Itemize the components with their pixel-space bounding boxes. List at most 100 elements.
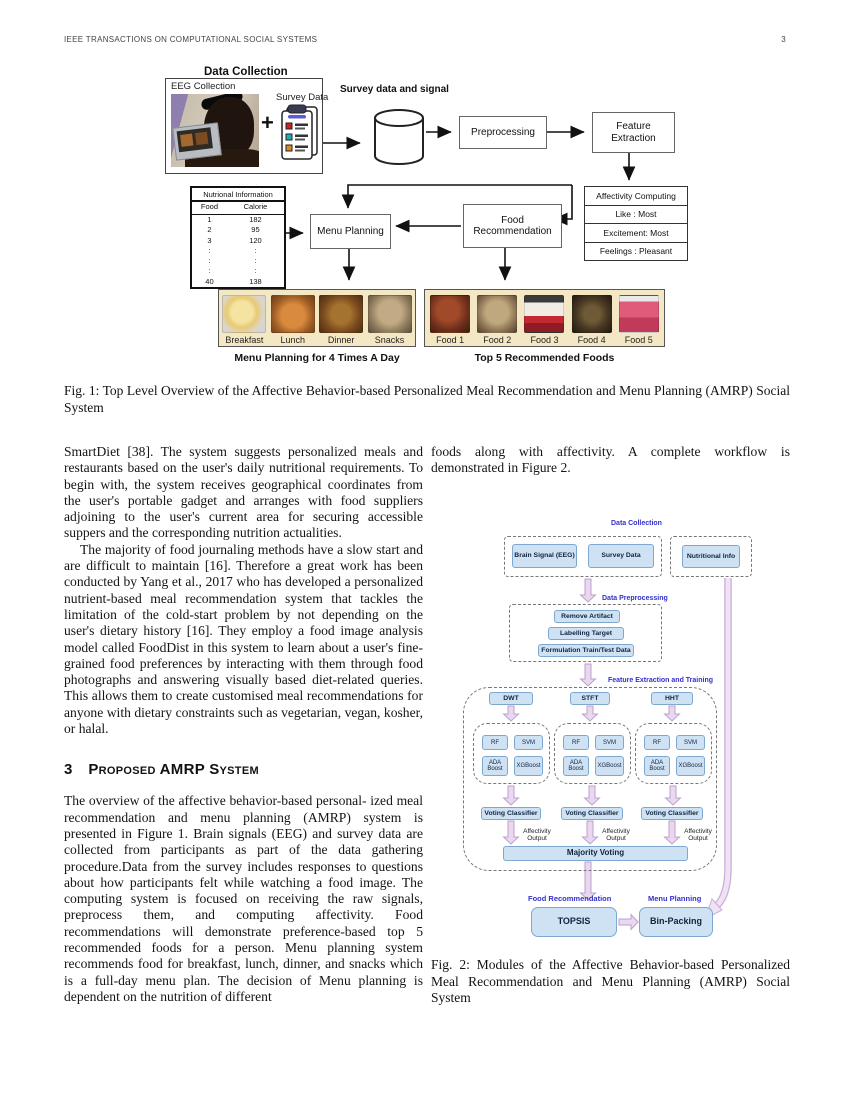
fig2-affectivity-output-label: Affectivity Output <box>684 828 712 843</box>
right-column: foods along with affectivity. A complete… <box>431 444 790 477</box>
fig2-rf-box: RF <box>563 735 589 750</box>
fig2-voting-classifier-box: Voting Classifier <box>561 807 623 820</box>
page-number: 3 <box>781 35 786 44</box>
eeg-photo <box>171 94 259 167</box>
fig2-stft-box: STFT <box>570 692 610 705</box>
fig2-xgboost-box: XGBoost <box>514 756 543 776</box>
food-label: Food 3 <box>530 335 559 345</box>
fig2-xgboost-box: XGBoost <box>676 756 705 776</box>
fig1-eeg-label: EEG Collection <box>171 81 236 92</box>
food-label: Food 4 <box>577 335 606 345</box>
nutrition-cell: 120 <box>249 235 262 245</box>
food-photo <box>571 295 612 333</box>
fig2-brain-signal-box: Brain Signal (EEG) <box>512 544 577 568</box>
fig2-formulation-box: Formulation Train/Test Data <box>538 644 634 657</box>
nutrition-cell: : <box>254 266 257 276</box>
fig2-section-feature-extraction: Feature Extraction and Training <box>608 677 714 684</box>
nutrition-cell: 95 <box>251 225 260 235</box>
fig1-preprocessing-box: Preprocessing <box>459 116 547 149</box>
section-heading: 3 Proposed AMRP System <box>64 761 423 778</box>
paragraph: The majority of food journaling methods … <box>64 541 423 737</box>
fig2-classifier-group-stft: RF SVM ADA Boost XGBoost <box>554 723 631 784</box>
fig2-feature-training-group <box>463 687 717 871</box>
affectivity-row: Feelings : Pleasant <box>599 246 673 257</box>
meal-label: Lunch <box>280 335 306 345</box>
fig2-remove-artifact-box: Remove Artifact <box>554 610 620 623</box>
nutrition-cell: 138 <box>249 276 262 286</box>
food-photo <box>618 295 659 333</box>
fig2-section-food-recommendation: Food Recommendation <box>528 894 612 903</box>
fig1-survey-data-label: Survey Data <box>276 92 329 103</box>
fig2-classifier-group-hht: RF SVM ADA Boost XGBoost <box>635 723 712 784</box>
food-photo <box>524 295 565 333</box>
nutrition-cell: 182 <box>249 215 262 224</box>
fig2-voting-classifier-box: Voting Classifier <box>641 807 703 820</box>
food-photo <box>319 295 364 333</box>
nutrition-col-food: Food <box>200 202 219 211</box>
database-icon <box>374 109 424 165</box>
fig1-arrows <box>284 125 636 281</box>
food-photo <box>270 295 315 333</box>
fig1-feature-extraction-box: Feature Extraction <box>592 112 675 153</box>
fig2-svm-box: SVM <box>676 735 705 750</box>
food-photo <box>367 295 412 333</box>
fig2-rf-box: RF <box>644 735 670 750</box>
affectivity-row: Like : Most <box>585 206 687 224</box>
fig2-xgboost-box: XGBoost <box>595 756 624 776</box>
food-cell: Food 5 <box>617 295 661 345</box>
fig1-caption: Fig. 1: Top Level Overview of the Affect… <box>64 383 790 415</box>
fig2-bin-packing-box: Bin-Packing <box>639 907 713 937</box>
fig1-menu-planning-box: Menu Planning <box>310 214 391 249</box>
nutrition-cell: 3 <box>207 235 212 245</box>
fig2-preprocessing-group <box>509 604 662 662</box>
journal-header: IEEE TRANSACTIONS ON COMPUTATIONAL SOCIA… <box>64 35 318 44</box>
paragraph: The overview of the affective behavior-b… <box>64 793 423 1004</box>
meal-cell: Breakfast <box>221 295 267 345</box>
fig2-svm-box: SVM <box>595 735 624 750</box>
affectivity-row: Excitement: Most <box>585 224 687 243</box>
affectivity-title: Affectivity Computing <box>585 187 687 206</box>
food-photo <box>222 295 267 333</box>
fig2-survey-data-box: Survey Data <box>588 544 654 568</box>
fig2-data-collection-group <box>504 536 662 577</box>
paragraph: foods along with affectivity. A complete… <box>431 444 790 476</box>
fig1-meal-strip-caption: Menu Planning for 4 Times A Day <box>234 352 400 364</box>
fig1-foods-strip: Food 1 Food 2 Food 3 Food 4 Food 5 <box>424 289 665 347</box>
fig2-adaboost-box: ADA Boost <box>644 756 670 776</box>
food-label: Food 5 <box>624 335 653 345</box>
fig1-affectivity-table: Affectivity Computing Like : Most Excite… <box>584 186 688 261</box>
section-title: Proposed AMRP System <box>88 761 259 779</box>
food-cell: Food 2 <box>475 295 519 345</box>
fig2-caption: Fig. 2: Modules of the Affective Behavio… <box>431 957 790 1005</box>
meal-label: Breakfast <box>225 335 264 345</box>
fig2-dwt-box: DWT <box>489 692 533 705</box>
meal-cell: Dinner <box>318 295 364 345</box>
fig1-db-label: Survey data and signal <box>340 84 449 95</box>
food-cell: Food 1 <box>428 295 472 345</box>
fig2-voting-classifier-box: Voting Classifier <box>481 807 541 820</box>
nutrition-cell: 1 <box>207 215 212 224</box>
plus-icon: + <box>261 110 274 135</box>
fig1-data-collection-title: Data Collection <box>204 66 288 78</box>
fig2-affectivity-output-label: Affectivity Output <box>602 828 630 843</box>
meal-label: Snacks <box>374 335 405 345</box>
nutrition-cell: : <box>208 256 211 266</box>
fig2-section-data-preprocessing: Data Preprocessing <box>602 595 668 602</box>
nutrition-cell: 2 <box>207 225 212 235</box>
nutrition-cell: : <box>208 245 211 255</box>
food-photo <box>430 295 471 333</box>
fig2-section-menu-planning: Menu Planning <box>648 894 702 903</box>
fig2-labelling-target-box: Labelling Target <box>548 627 624 640</box>
fig2-hht-box: HHT <box>651 692 693 705</box>
left-column: SmartDiet [38]. The system suggests pers… <box>64 444 423 1005</box>
nutrition-title: Nutrional Information <box>192 188 284 202</box>
fig2-classifier-group-dwt: RF SVM ADA Boost XGBoost <box>473 723 550 784</box>
fig2-rf-box: RF <box>482 735 508 750</box>
nutrition-cell: : <box>208 266 211 276</box>
meal-cell: Lunch <box>270 295 316 345</box>
fig2-section-data-collection: Data Collection <box>611 520 662 527</box>
fig2-nutritional-info-box: Nutritional Info <box>682 545 740 568</box>
fig2-adaboost-box: ADA Boost <box>563 756 589 776</box>
